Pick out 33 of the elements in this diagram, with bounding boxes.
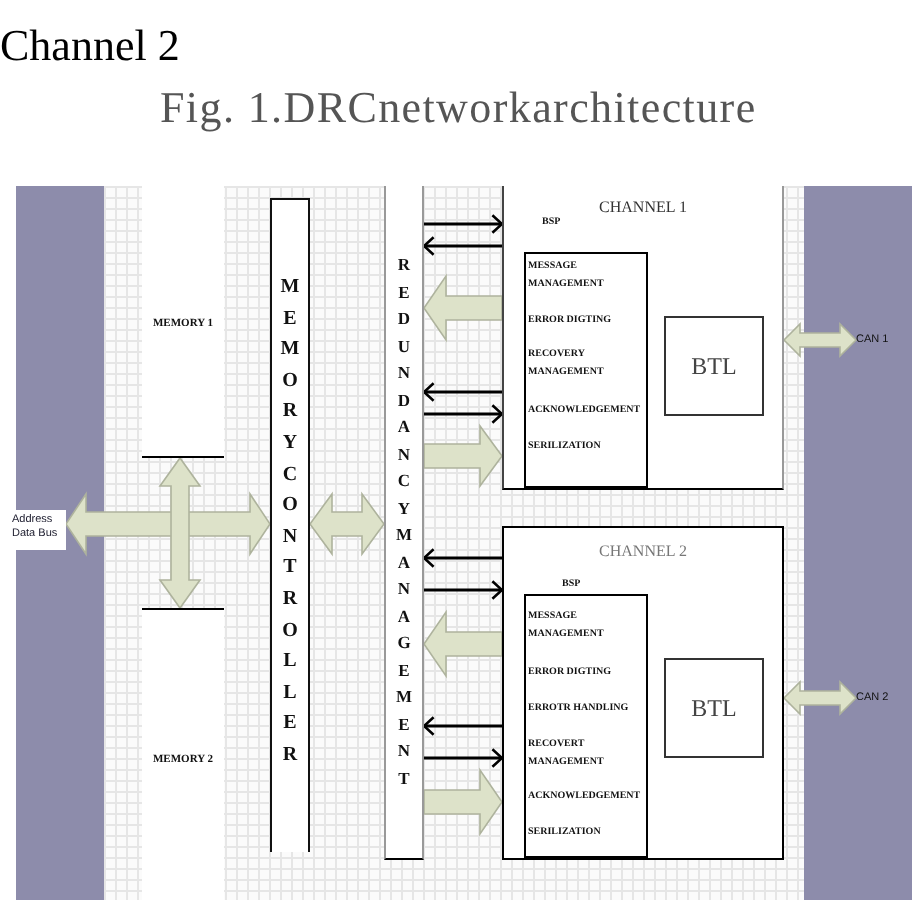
arrow	[424, 747, 504, 769]
memory-box	[142, 608, 224, 900]
block-arrow	[309, 491, 385, 557]
arrow	[422, 381, 502, 403]
controller-column	[270, 198, 310, 852]
arrow	[424, 213, 504, 235]
block-arrow	[782, 680, 858, 716]
channel-box	[502, 186, 784, 490]
btl-box	[664, 658, 764, 758]
btl-label: BTL	[689, 694, 739, 722]
page-heading: Channel 2	[0, 20, 180, 72]
block-arrow	[158, 456, 202, 610]
arrow	[424, 579, 504, 601]
redundancy-column	[384, 186, 424, 860]
channel-box	[502, 526, 784, 860]
block-arrow	[782, 322, 858, 358]
channel-title: CHANNEL 1	[597, 198, 689, 218]
arrow	[422, 547, 502, 569]
block-arrow	[423, 423, 503, 489]
arrow	[424, 403, 504, 425]
vertical-label: REDUNDANCY MANAGEMENT	[395, 252, 413, 791]
arrow	[422, 715, 502, 737]
vertical-label: MEMORY CONTROLLER	[280, 274, 300, 770]
figure-caption: Fig. 1.DRCnetworkarchitecture	[160, 82, 757, 134]
block-arrow	[423, 767, 503, 837]
btl-box	[664, 316, 764, 416]
block-arrow	[423, 273, 503, 343]
btl-label: BTL	[689, 352, 739, 380]
arrow	[422, 235, 502, 257]
block-arrow	[65, 491, 271, 557]
block-arrow	[423, 609, 503, 679]
memory-box	[142, 186, 224, 458]
channel-title: CHANNEL 2	[597, 542, 689, 562]
